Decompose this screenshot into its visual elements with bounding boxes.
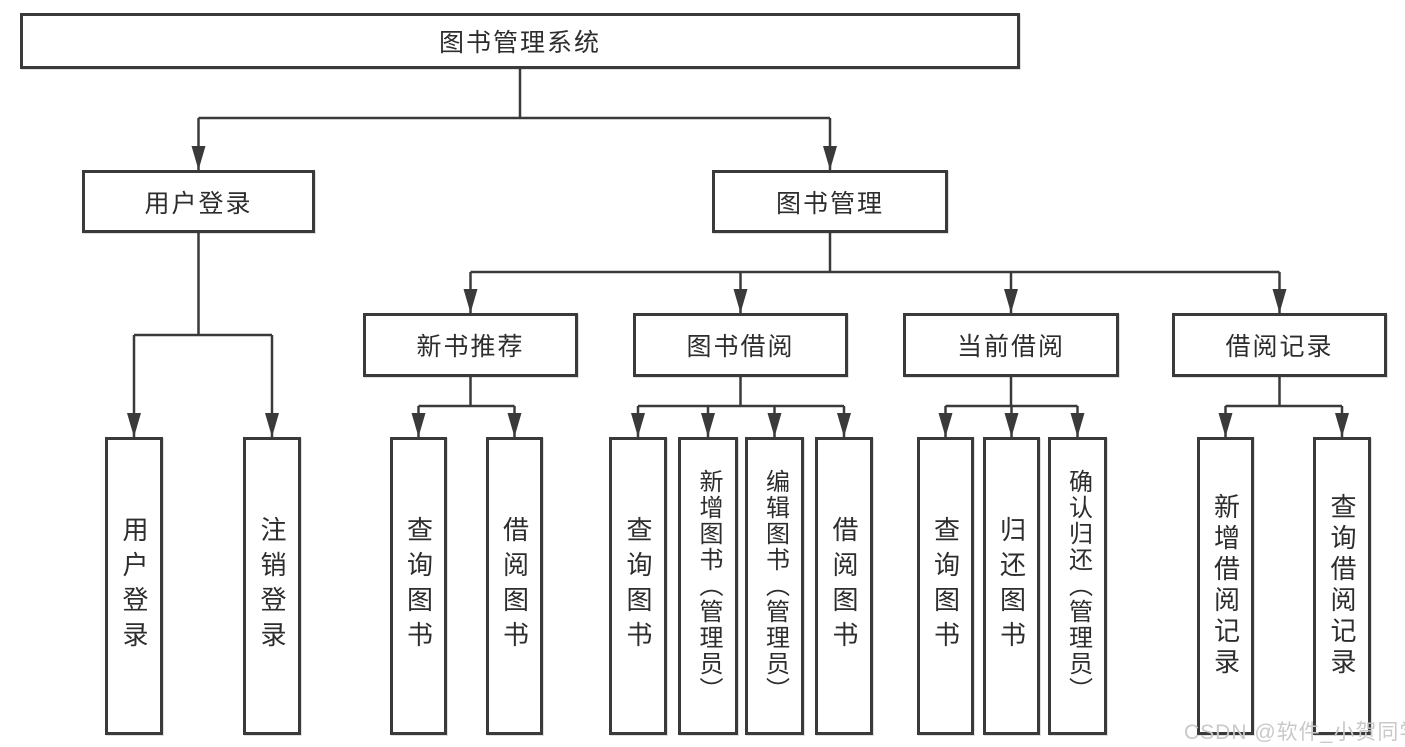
leaf-query-books-borrowing-label: 查询图书 [623,516,653,656]
node-borrowing-records-label: 借阅记录 [1225,333,1334,361]
node-new-book-recommendation: 新书推荐 [363,313,578,377]
leaf-query-borrow-record-label: 查询借阅记录 [1327,493,1357,679]
leaf-borrow-books: 借阅图书 [815,437,873,735]
leaf-query-books-current-label: 查询图书 [930,516,961,656]
leaf-borrow-books-label: 借阅图书 [829,516,859,656]
leaf-edit-books-admin: 编辑图书（管理员） [745,437,804,735]
node-user-login-label: 用户登录 [144,189,253,218]
leaf-borrow-books-recommendation-label: 借阅图书 [499,516,530,656]
leaf-add-borrow-record-label: 新增借阅记录 [1210,493,1241,679]
node-current-borrowing: 当前借阅 [903,313,1119,377]
node-book-borrowing-label: 图书借阅 [686,333,795,361]
leaf-logout: 注销登录 [243,437,301,735]
leaf-confirm-return-admin: 确认归还（管理员） [1048,437,1107,735]
node-current-borrowing-label: 当前借阅 [956,333,1065,361]
node-user-login: 用户登录 [82,170,315,233]
leaf-return-books: 归还图书 [983,437,1040,735]
leaf-query-books-current: 查询图书 [917,437,974,735]
leaf-user-login: 用户登录 [105,437,163,735]
node-book-management-label: 图书管理 [775,189,884,218]
leaf-query-books-recommendation: 查询图书 [390,437,447,735]
leaf-add-books-admin: 新增图书（管理员） [678,437,738,735]
leaf-query-books-recommendation-label: 查询图书 [403,516,434,656]
csdn-watermark: CSDN @软件_小贺同学 [1184,721,1405,744]
leaf-edit-books-admin-label: 编辑图书（管理员） [761,469,789,703]
leaf-add-borrow-record: 新增借阅记录 [1197,437,1254,735]
leaf-borrow-books-recommendation: 借阅图书 [486,437,543,735]
leaf-add-books-admin-label: 新增图书（管理员） [695,469,722,703]
leaf-user-login-label: 用户登录 [119,516,149,656]
node-borrowing-records: 借阅记录 [1172,313,1387,377]
leaf-return-books-label: 归还图书 [996,516,1027,656]
leaf-confirm-return-admin-label: 确认归还（管理员） [1064,469,1092,703]
node-new-book-recommendation-label: 新书推荐 [416,333,525,361]
leaf-logout-label: 注销登录 [257,516,287,656]
leaf-query-borrow-record: 查询借阅记录 [1313,437,1371,735]
node-root-label: 图书管理系统 [438,29,601,57]
node-book-management: 图书管理 [712,170,948,233]
node-book-borrowing: 图书借阅 [633,313,848,377]
node-root: 图书管理系统 [20,13,1020,69]
leaf-query-books-borrowing: 查询图书 [609,437,667,735]
